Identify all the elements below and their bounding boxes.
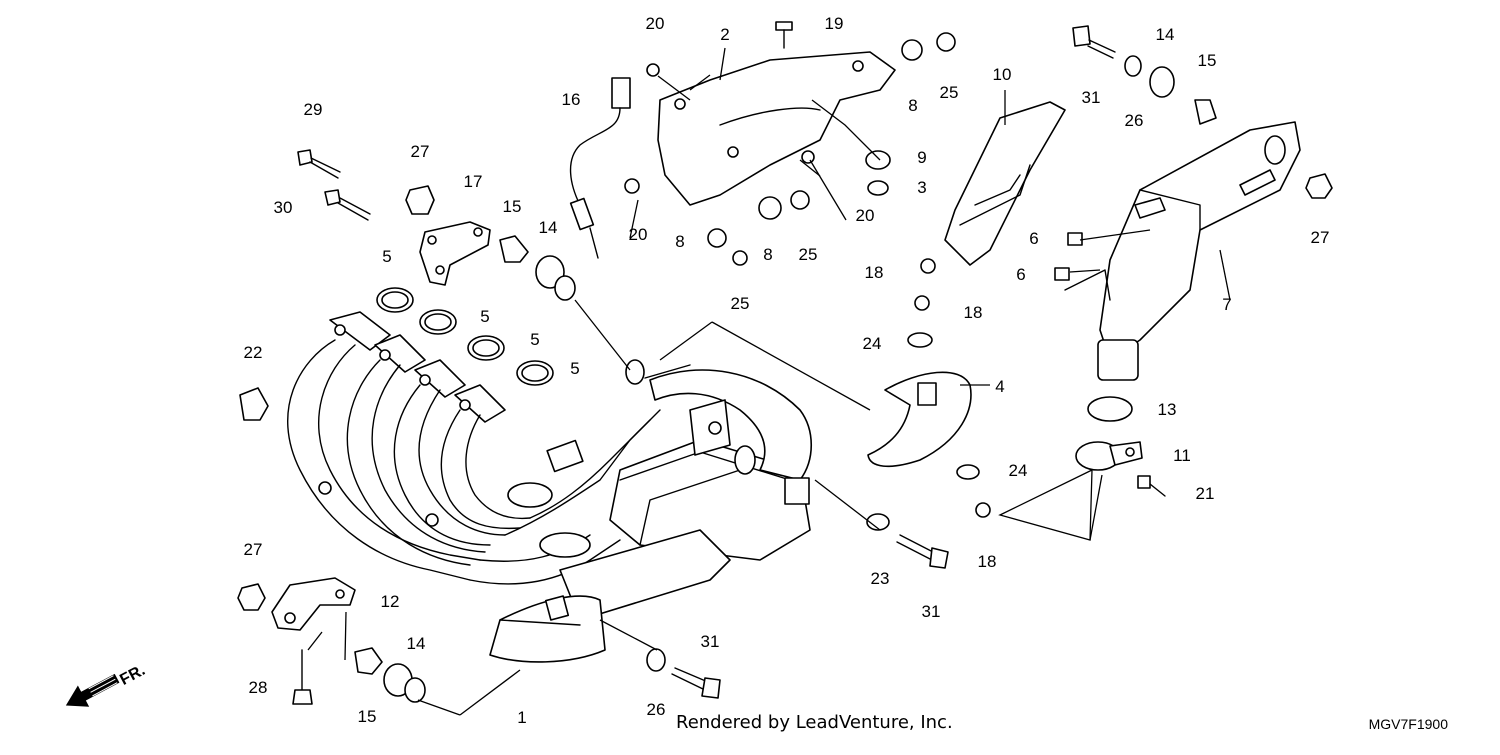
callout: 21 [1196, 484, 1215, 503]
callout: 26 [647, 700, 666, 719]
callout: 13 [1158, 400, 1177, 419]
callout: 15 [503, 197, 522, 216]
callout: 31 [1082, 88, 1101, 107]
front-indicator-label: FR. [117, 662, 148, 689]
callout: 25 [731, 294, 750, 313]
callout: 5 [382, 247, 391, 266]
callout: 31 [701, 632, 720, 651]
callout: 28 [249, 678, 268, 697]
callout: 20 [629, 225, 648, 244]
callout: 14 [539, 218, 558, 237]
callout: 25 [940, 83, 959, 102]
callout: 5 [570, 359, 579, 378]
gaskets [376, 287, 554, 386]
callout: 8 [763, 245, 772, 264]
callout: 4 [995, 377, 1004, 396]
callout: 18 [978, 552, 997, 571]
heat-shield-upper [657, 51, 896, 206]
leader-lines [307, 47, 1231, 716]
callout: 8 [908, 96, 917, 115]
diagram-code: MGV7F1900 [1368, 716, 1448, 732]
heat-guard [867, 371, 972, 468]
callout: 26 [1125, 111, 1144, 130]
callout: 24 [863, 334, 882, 353]
callout: 24 [1009, 461, 1028, 480]
callout: 30 [274, 198, 293, 217]
callout: 15 [358, 707, 377, 726]
callout: 20 [646, 14, 665, 33]
heat-shield-side [944, 101, 1066, 266]
callout: 22 [244, 343, 263, 362]
callout: 2 [720, 25, 729, 44]
callout: 27 [244, 540, 263, 559]
callout: 8 [675, 232, 684, 251]
bracket-12 [271, 577, 356, 631]
callout: 23 [871, 569, 890, 588]
callout: 10 [993, 65, 1012, 84]
callout: 12 [381, 592, 400, 611]
callout: 5 [480, 307, 489, 326]
callout: 9 [917, 148, 926, 167]
callout-numbers: 1 2 3 4 5 5 5 5 5 6 6 7 8 8 8 9 10 11 12… [244, 14, 1330, 727]
callout: 18 [865, 263, 884, 282]
callout: 29 [304, 100, 323, 119]
rubber-mount-13 [1087, 396, 1133, 422]
callout: 25 [799, 245, 818, 264]
callout: 19 [825, 14, 844, 33]
footer-credit: Rendered by LeadVenture, Inc. [676, 712, 953, 733]
callout: 27 [1311, 228, 1330, 247]
fasteners [237, 21, 1333, 705]
callout: 17 [464, 172, 483, 191]
front-arrow-icon [65, 673, 120, 707]
callout: 16 [562, 90, 581, 109]
callout: 7 [1222, 295, 1231, 314]
callout: 27 [411, 142, 430, 161]
callout: 11 [1173, 446, 1191, 465]
oxygen-sensor [569, 77, 631, 259]
callout: 15 [1198, 51, 1217, 70]
callout: 5 [530, 330, 539, 349]
callout: 31 [922, 602, 941, 621]
callout: 6 [1016, 265, 1025, 284]
callout: 3 [917, 178, 926, 197]
band-11 [1075, 441, 1143, 471]
callout: 6 [1029, 229, 1038, 248]
callout: 1 [517, 708, 526, 727]
exhaust-headers [287, 311, 661, 585]
bracket-17 [419, 221, 491, 286]
callout: 14 [407, 634, 426, 653]
silencer [1064, 121, 1301, 381]
callout: 18 [964, 303, 983, 322]
exhaust-chamber [489, 359, 812, 663]
callout: 20 [856, 206, 875, 225]
callout: 14 [1156, 25, 1175, 44]
